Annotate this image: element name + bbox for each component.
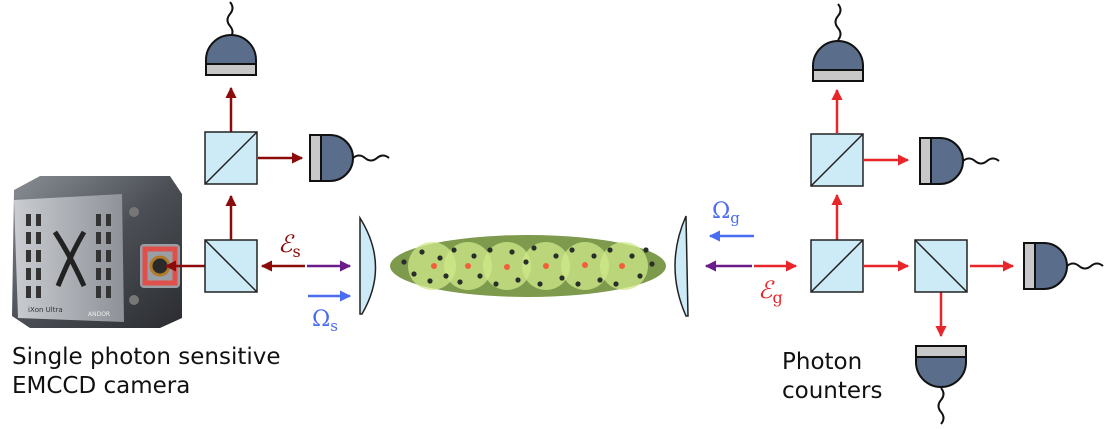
photon-detector-right-far bbox=[1023, 242, 1104, 290]
label-probe-ground: ℰg bbox=[758, 276, 783, 307]
camera-screw bbox=[129, 295, 139, 305]
excited-atoms bbox=[431, 262, 625, 270]
emccd-camera: iXon Ultra ANDOR bbox=[12, 176, 182, 328]
counters-caption-line2: counters bbox=[782, 378, 883, 404]
counters-caption-line1: Photon bbox=[782, 349, 863, 375]
camera-screw bbox=[129, 207, 139, 217]
label-control-signal: Ωs bbox=[312, 307, 338, 335]
camera-caption-line2: EMCCD camera bbox=[12, 373, 191, 399]
camera-caption: Single photon sensitive EMCCD camera bbox=[12, 343, 281, 401]
photon-detector-right-upper-side bbox=[919, 137, 1000, 185]
camera-vent-pattern bbox=[26, 214, 111, 298]
beam-splitter-right-lower-right bbox=[914, 239, 968, 293]
atoms bbox=[401, 245, 655, 287]
label-probe-signal: ℰs bbox=[278, 230, 301, 261]
atomic-ensemble bbox=[390, 235, 666, 297]
photon-detector-left-top bbox=[205, 1, 257, 76]
camera-brand-label: ANDOR bbox=[88, 311, 110, 318]
photon-detector-left-right bbox=[309, 134, 390, 182]
counters-caption: Photon counters bbox=[782, 348, 882, 406]
beam-splitter-right-lower-left bbox=[810, 239, 864, 293]
beam-splitter-right-upper bbox=[810, 133, 864, 187]
camera-x-logo bbox=[52, 230, 87, 288]
camera-model-label: iXon Ultra bbox=[28, 306, 63, 314]
beam-splitter-left-upper bbox=[204, 131, 258, 185]
label-control-ground: Ωg bbox=[712, 199, 740, 227]
photon-detector-right-bottom bbox=[915, 345, 967, 425]
lens-left bbox=[359, 215, 377, 315]
camera-caption-line1: Single photon sensitive bbox=[12, 344, 281, 370]
photon-detector-right-top bbox=[812, 3, 864, 82]
beam-splitter-left-lower bbox=[204, 239, 258, 293]
lens-right bbox=[674, 215, 689, 317]
